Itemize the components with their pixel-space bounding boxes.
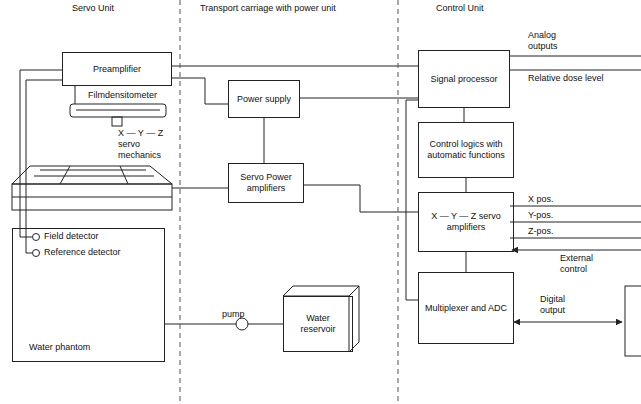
part-name: pump [222, 309, 245, 320]
box-label: Signal processor [430, 74, 497, 85]
amplifier-box: Preamplifier [62, 52, 172, 86]
densitometer-drawing [70, 86, 166, 126]
servo-mechanics-drawing [12, 166, 228, 210]
node-body: Signal processor [426, 74, 501, 85]
node-body: Power supply [233, 94, 295, 105]
box-label: X — Y — Z servo amplifiers [423, 211, 509, 233]
connector-line [300, 98, 418, 99]
connector-line [406, 100, 418, 300]
node-body: Water phantom [29, 342, 90, 353]
node-body: X — Y — Z servo amplifiers [419, 211, 513, 233]
reservoir-top-face [283, 286, 359, 296]
connector-line [264, 118, 265, 163]
detector-cable [20, 70, 62, 253]
connector-line [304, 185, 418, 212]
box-label: Water phantom [29, 342, 90, 353]
box-label: Control logics with automatic functions [423, 139, 509, 161]
section-divider [180, 0, 181, 404]
reference-detector-symbol [33, 250, 40, 257]
part-name: Reference detector [44, 247, 121, 258]
part-name: Filmdensitometer [88, 90, 157, 101]
box-label: Multiplexer and ADC [425, 303, 507, 314]
connector-line [466, 252, 467, 272]
section-heading: Transport carriage with power unit [200, 3, 336, 14]
output-device [625, 286, 641, 356]
part-name: X — Y — Z servo mechanics [118, 128, 176, 160]
connector-line [172, 66, 418, 67]
input-arrow [512, 250, 641, 251]
output-line [510, 56, 641, 238]
signal-name: Z-pos. [528, 226, 554, 237]
signal-name: X pos. [528, 194, 554, 205]
node-body: Preamplifier [89, 64, 145, 75]
processor-box: Signal processor [418, 50, 510, 108]
signal-name: Y-pos. [528, 210, 553, 221]
box-label: Power supply [237, 94, 291, 105]
signal-name: Digital output [540, 294, 580, 316]
section-heading: Control Unit [436, 3, 484, 14]
connector-line [466, 178, 467, 192]
section-divider [398, 0, 399, 404]
part-name: Field detector [44, 231, 99, 242]
node-body: Servo Power amplifiers [229, 172, 303, 194]
amplifier-box: Servo Power amplifiers [228, 163, 304, 203]
node-body: Multiplexer and ADC [421, 303, 511, 314]
node-body: Water reservoir [284, 313, 352, 335]
logic-box: Control logics with automatic functions [418, 122, 514, 178]
signal-name: Relative dose level [528, 73, 604, 84]
supply-box: Power supply [228, 80, 300, 118]
box-label: Servo Power amplifiers [233, 172, 299, 194]
reservoir-box: Water reservoir [283, 296, 353, 352]
node-body: Control logics with automatic functions [419, 139, 513, 161]
connector-line [165, 324, 283, 325]
box-label: Preamplifier [93, 64, 141, 75]
connector-line [464, 108, 465, 122]
box-label: Water reservoir [288, 313, 348, 335]
converter-box: Multiplexer and ADC [418, 272, 514, 344]
field-detector-symbol [33, 234, 40, 241]
signal-name: Analog outputs [528, 30, 568, 52]
amplifier-box: X — Y — Z servo amplifiers [418, 192, 514, 252]
data-arrow [514, 322, 622, 323]
pump-symbol [236, 318, 248, 330]
signal-name: External control [560, 253, 604, 275]
section-heading: Servo Unit [72, 3, 114, 14]
